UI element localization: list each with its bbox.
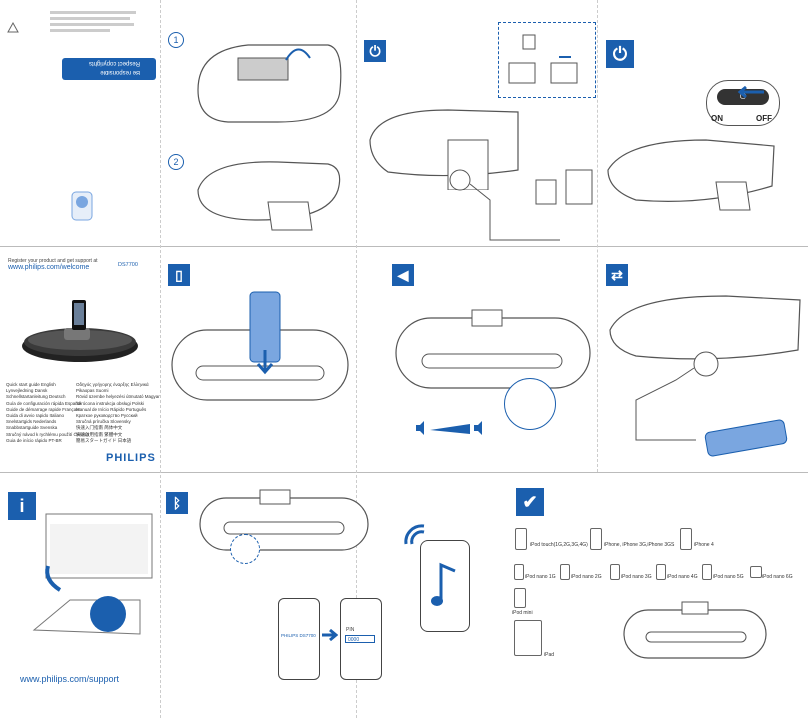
language-item: Краткое руководство Русский — [76, 413, 138, 419]
speaker-power-on-view — [607, 139, 775, 211]
phone-pairing-screen: PHILIPS DS7700 — [278, 598, 320, 680]
arrow-left-icon — [737, 86, 764, 98]
language-item: Manual de Início Rápido Português — [76, 406, 147, 412]
volume-step-icon: ◀ — [392, 264, 414, 286]
language-item: Stručná príručka Slovensky — [76, 419, 131, 425]
bluetooth-step-icon: ᛒ — [166, 492, 188, 514]
pin-label: PIN — [346, 627, 355, 633]
language-item: Snelstartgids Nederlands — [6, 419, 57, 425]
compat-item: iPod nano 4G — [667, 574, 698, 580]
compat-item: iPhone 4 — [694, 542, 714, 548]
language-item: Guía de configuración rápida Español — [6, 400, 82, 406]
language-item: Οδηγός γρήγορης έναρξης Ελληνικά — [76, 382, 149, 387]
compat-item: iPhone, iPhone 3G,iPhone 3GS — [604, 542, 675, 548]
ipod-nano-1g-icon — [514, 564, 524, 580]
iphone-icon — [590, 528, 602, 550]
bluetooth-speaker-diagram — [199, 489, 369, 551]
language-item: Skrócona instrukcja obsługi Polski — [76, 400, 145, 406]
language-item: Rövid üzembe helyezési útmutató Magyar — [76, 394, 160, 400]
compatibility-check-icon: ✔ — [516, 488, 544, 516]
language-item: 快速入门指南 简体中文 — [76, 425, 123, 431]
recycle-icon — [7, 22, 19, 33]
support-url[interactable]: www.philips.com/support — [20, 674, 120, 684]
compat-item: iPod nano 1G — [525, 574, 556, 580]
ipad-icon — [514, 620, 542, 656]
ipod-nano-2g-icon — [560, 564, 570, 580]
language-item: 快速啟用指南 繁體中文 — [76, 431, 123, 437]
audio-in-diagram — [609, 295, 801, 457]
compat-item: iPod nano 2G — [571, 574, 602, 580]
power-cable-diagram — [449, 169, 593, 241]
column-divider-3 — [597, 0, 598, 472]
speaker-rear-view-2 — [197, 161, 341, 231]
ipod-nano-3g-icon — [610, 564, 620, 580]
model-number: DS7700 — [118, 262, 138, 268]
ipod-touch-icon — [515, 528, 527, 550]
power-plug-step-icon: ⏻ — [364, 40, 386, 62]
volume-control-diagram — [395, 309, 591, 389]
language-item: 簡易スタートガイド 日本語 — [76, 437, 132, 443]
language-item: Lynvejledning Dansk — [6, 388, 48, 394]
phone-pin-screen: PIN 0000 — [340, 598, 382, 680]
dock-device-diagram — [171, 291, 349, 401]
column-divider-1 — [160, 0, 161, 718]
on-off-switch-closeup: ⏻ — [706, 80, 780, 126]
compat-item: iPod nano 3G — [621, 574, 652, 580]
register-text: Register your product and get support at — [8, 258, 98, 264]
language-item: Quick start guide English — [6, 382, 56, 387]
row-divider-1 — [0, 246, 808, 247]
ipod-nano-4g-icon — [656, 564, 666, 580]
bluetooth-device-name[interactable]: PHILIPS DS7700 — [281, 633, 316, 638]
volume-buttons-closeup — [504, 378, 556, 430]
compat-item: iPad — [544, 652, 555, 658]
copyright-line-1: Be responsible — [100, 69, 140, 75]
legal-text-block — [50, 8, 140, 48]
music-note-icon — [431, 562, 456, 606]
info-step-icon: i — [8, 492, 36, 520]
philips-logo: PHILIPS — [106, 452, 156, 464]
audio-in-step-icon: ⇄ — [606, 264, 628, 286]
language-item: Guia de início rápido PT-BR — [6, 437, 62, 443]
language-item: Schnellstartanleitung Deutsch — [6, 394, 66, 400]
speaker-dock-diagram — [623, 601, 767, 659]
pin-input[interactable]: 0000 — [345, 635, 375, 643]
product-photo — [22, 300, 138, 362]
iphone-4-icon — [680, 528, 692, 550]
compat-item: iPod mini — [512, 610, 533, 616]
welcome-url[interactable]: www.philips.com/welcome — [8, 264, 90, 271]
compat-item: iPod touch(1G,2G,3G,4G) — [530, 542, 588, 548]
bluetooth-pairing-closeup — [230, 534, 260, 564]
ipod-nano-6g-icon — [750, 566, 762, 578]
adapter-detail-box — [498, 22, 596, 98]
on-label: ON — [711, 114, 723, 123]
power-switch-step-icon: ⏻ — [606, 40, 634, 68]
online-support-diagram — [32, 513, 153, 635]
language-item: Guida di avvio rapido Italiano — [6, 413, 65, 419]
wireless-signal-icon — [404, 524, 425, 545]
compat-item: iPod nano 5G — [713, 574, 744, 580]
language-item: Stručný návod k rychlému použití Čeština — [6, 431, 89, 437]
volume-ramp-icon — [416, 421, 482, 435]
step-1-marker: 1 — [168, 32, 184, 48]
off-label: OFF — [756, 114, 772, 123]
arrow-right-icon — [322, 628, 338, 642]
language-list-left: Quick start guide English Lynvejledning … — [6, 382, 89, 444]
ipod-mini-icon — [514, 588, 526, 608]
step-2-marker: 2 — [168, 154, 184, 170]
column-divider-2 — [356, 0, 357, 718]
language-item: Guide de démarrage rapide Français — [6, 406, 80, 412]
row-divider-2 — [0, 472, 808, 473]
sotime-badge-icon — [71, 191, 93, 221]
language-item: Snabbstartguide Svenska — [6, 425, 58, 431]
language-item: Pikaopas Suomi — [76, 388, 109, 394]
dock-device-step-icon: ▯ — [168, 264, 190, 286]
speaker-rear-view-1 — [197, 44, 342, 123]
copyright-badge: Be responsible Respect copyrights — [62, 58, 156, 80]
copyright-line-2: Respect copyrights — [88, 60, 140, 66]
ipod-nano-5g-icon — [702, 564, 712, 580]
compat-item: iPod nano 6G — [762, 574, 793, 580]
language-list-right: Οδηγός γρήγορης έναρξης Ελληνικά Pikaopa… — [76, 382, 160, 444]
phone-music-screen — [420, 540, 470, 632]
